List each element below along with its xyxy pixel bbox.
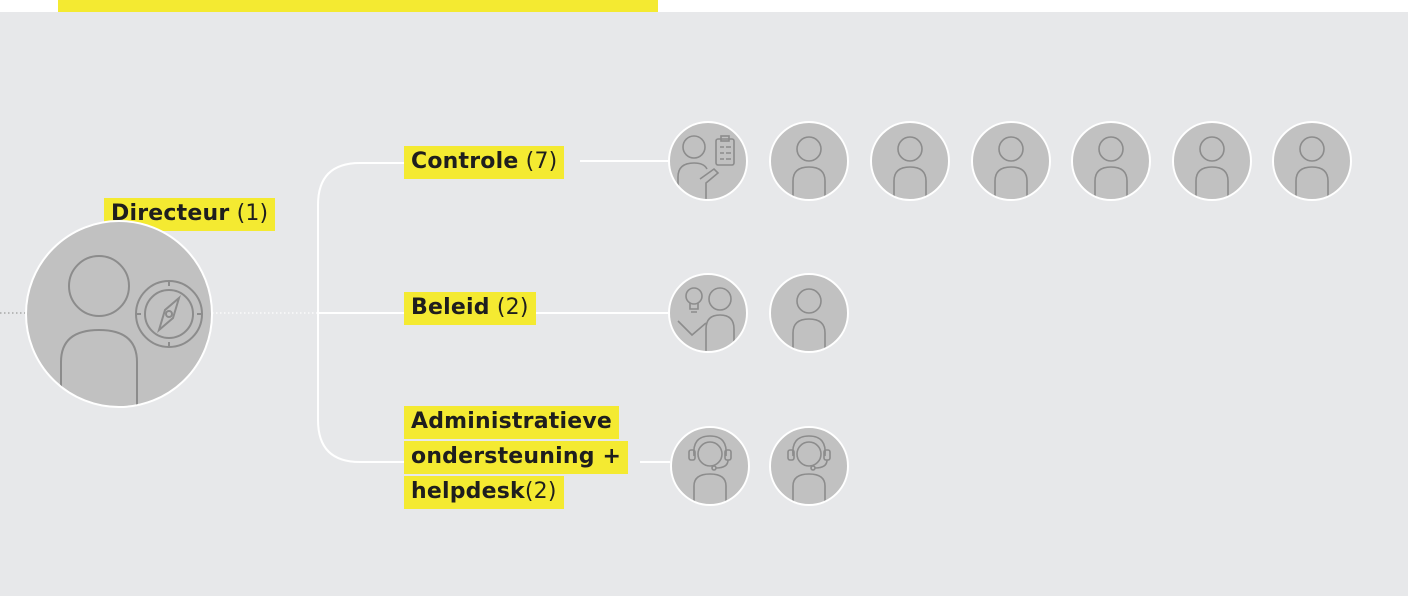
avatar-member bbox=[769, 426, 849, 506]
avatar-member bbox=[971, 121, 1051, 201]
avatar-member bbox=[769, 273, 849, 353]
person-icon bbox=[1195, 136, 1229, 199]
person-icon bbox=[792, 136, 826, 199]
person-icon bbox=[1295, 136, 1329, 199]
person-icon bbox=[792, 288, 826, 351]
avatar-member bbox=[1272, 121, 1352, 201]
person-icon bbox=[994, 136, 1028, 199]
avatar-member bbox=[870, 121, 950, 201]
avatar-member bbox=[769, 121, 849, 201]
group-title-line: ondersteuning + bbox=[411, 444, 622, 469]
group-title-line: helpdesk bbox=[411, 479, 525, 504]
director-avatar bbox=[25, 220, 213, 408]
group-count: (7) bbox=[525, 149, 558, 174]
group-title: Beleid bbox=[411, 295, 490, 320]
group-label-controle: Controle (7) bbox=[404, 146, 565, 179]
avatar-lead-beleid bbox=[668, 273, 748, 353]
person-icon bbox=[893, 136, 927, 199]
compass-person-icon bbox=[60, 255, 203, 406]
group-title-line: Administratieve bbox=[411, 409, 612, 434]
group-label-beleid: Beleid (2) bbox=[404, 292, 536, 325]
avatar-member bbox=[1172, 121, 1252, 201]
lightbulb-person-icon bbox=[677, 287, 735, 351]
avatar-member bbox=[1071, 121, 1151, 201]
group-title: Controle bbox=[411, 149, 519, 174]
group-label-admin: Administratieve ondersteuning + helpdesk… bbox=[404, 406, 629, 511]
group-count: (2) bbox=[496, 295, 529, 320]
avatar-lead-admin bbox=[670, 426, 750, 506]
yellow-header-bar bbox=[58, 0, 658, 14]
person-icon bbox=[1094, 136, 1128, 199]
group-count: (2) bbox=[524, 479, 557, 504]
headset-person-icon bbox=[787, 435, 831, 504]
clipboard-person-icon bbox=[677, 135, 735, 199]
avatar-lead-controle bbox=[668, 121, 748, 201]
director-count: (1) bbox=[236, 201, 269, 226]
headset-person-icon bbox=[688, 435, 732, 504]
